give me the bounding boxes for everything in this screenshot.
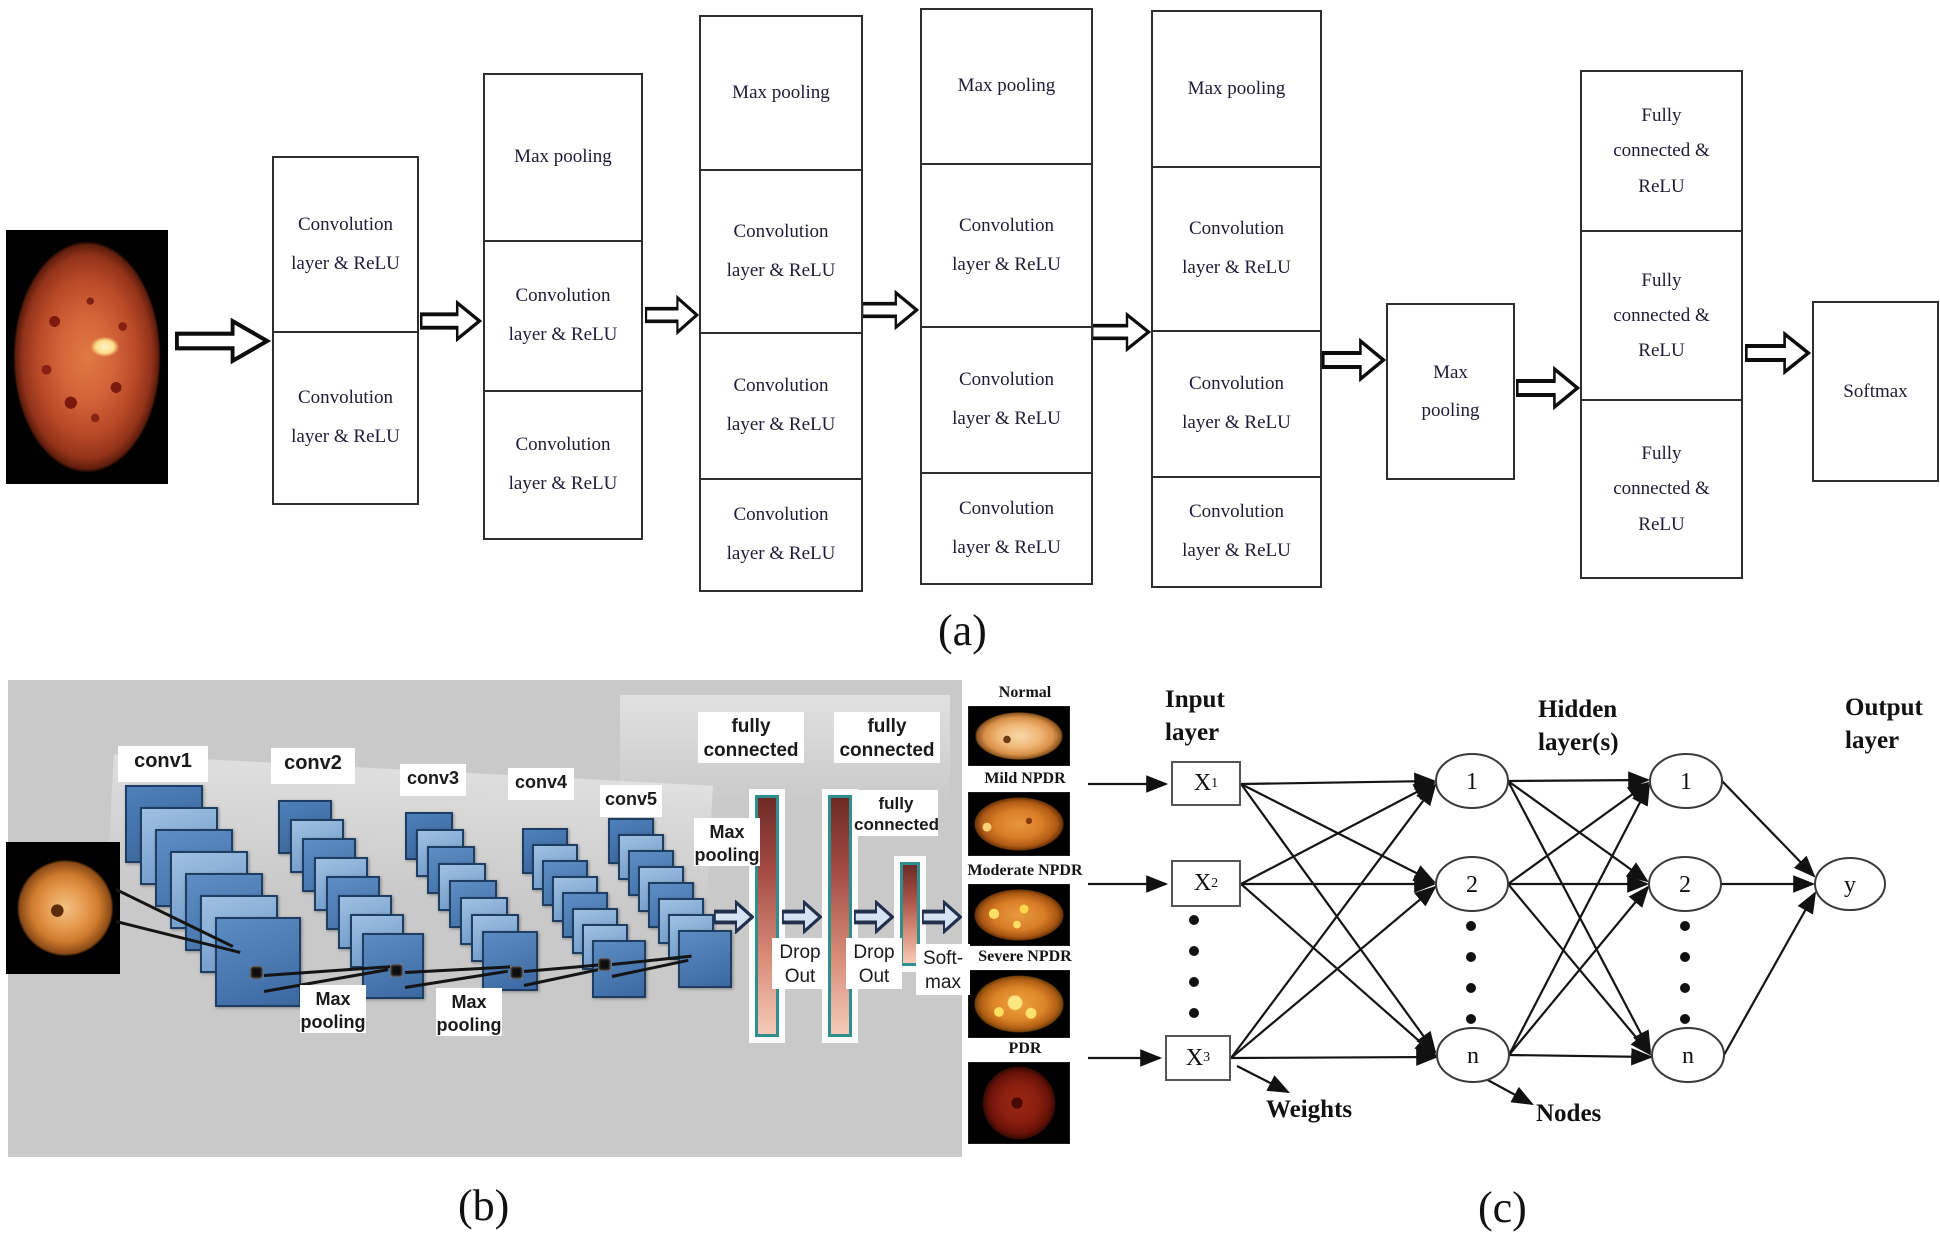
- kernel-marker: [250, 966, 263, 979]
- layer-cell: Convolution layer & ReLU: [922, 163, 1091, 326]
- hidden2-node-label: n: [1682, 1043, 1694, 1069]
- fully-connected-label: fully connected: [854, 790, 939, 836]
- flow-arrow-icon: [861, 290, 919, 330]
- class-retina-image: [968, 792, 1070, 856]
- kernel-marker: [598, 958, 611, 971]
- class-label: Mild NPDR: [984, 770, 1066, 787]
- caption-b: (b): [458, 1181, 510, 1230]
- conv-block-2: Max pooling Convolution layer & ReLU Con…: [483, 73, 643, 540]
- class-retina-image: [968, 970, 1070, 1038]
- conv-block-5: Max pooling Convolution layer & ReLU Con…: [1151, 10, 1322, 588]
- output-layer-label: Output layer: [1845, 694, 1923, 754]
- conv5-label: conv5: [600, 785, 662, 817]
- fully-connected-block: Fully connected & ReLU Fully connected &…: [1580, 70, 1743, 579]
- fc-layer-bar: [900, 862, 920, 966]
- conv4-label: conv4: [508, 768, 574, 800]
- conv3-label: conv3: [400, 764, 466, 796]
- output-node-label: y: [1844, 872, 1856, 898]
- max-pooling-label: Max pooling: [694, 818, 760, 866]
- dropout-label: Drop Out: [772, 938, 828, 989]
- fc-layer-bar: [828, 795, 852, 1037]
- flow-arrow-icon: [922, 900, 962, 934]
- conv-block-4: Max pooling Convolution layer & ReLU Con…: [920, 8, 1093, 585]
- layer-cell: Convolution layer & ReLU: [1153, 166, 1320, 330]
- flow-arrow-icon: [175, 318, 271, 364]
- hidden2-node-label: 2: [1679, 872, 1691, 898]
- nodes-label: Nodes: [1536, 1100, 1602, 1127]
- layer-cell: Max pooling: [732, 81, 830, 103]
- class-label: Moderate NPDR: [967, 862, 1083, 879]
- max-pooling-label: Max pooling: [436, 988, 502, 1036]
- kernel-marker: [390, 964, 403, 977]
- fully-connected-label: fully connected: [834, 712, 940, 763]
- hidden1-node-label: 2: [1466, 872, 1478, 898]
- caption-c: (c): [1478, 1183, 1527, 1232]
- class-label: Normal: [998, 684, 1052, 701]
- flow-arrow-icon: [854, 900, 894, 934]
- softmax-label: Soft- max: [916, 944, 970, 995]
- flow-arrow-icon: [1745, 331, 1811, 375]
- fully-connected-label: fully connected: [698, 712, 804, 763]
- kernel-marker: [510, 966, 523, 979]
- layer-cell: Convolution layer & ReLU: [701, 169, 861, 332]
- neural-network-graph: 1 2 n 1 2 n y: [1088, 753, 1886, 1106]
- class-retina-image: [968, 1062, 1070, 1144]
- max-pooling-label: Max pooling: [300, 985, 366, 1033]
- layer-cell: Fully connected & ReLU: [1613, 105, 1710, 197]
- layer-cell: Convolution layer & ReLU: [291, 213, 400, 274]
- flow-arrow-icon: [782, 900, 822, 934]
- flow-arrow-icon: [420, 300, 482, 342]
- layer-cell: Convolution layer & ReLU: [485, 390, 641, 538]
- layer-cell: Convolution layer & ReLU: [274, 331, 417, 503]
- input-layer-label: Input layer: [1165, 686, 1225, 746]
- layer-cell: Convolution layer & ReLU: [1153, 476, 1320, 586]
- layer-cell: Max pooling: [1187, 77, 1286, 99]
- layer-cell: Max pooling: [957, 75, 1056, 97]
- layer-cell: Max pooling: [514, 146, 612, 168]
- class-retina-image: [968, 706, 1070, 766]
- layer-cell: Convolution layer & ReLU: [1153, 330, 1320, 476]
- layer-cell: Convolution layer & ReLU: [922, 326, 1091, 472]
- layer-cell: Convolution layer & ReLU: [701, 332, 861, 478]
- softmax-box: Softmax: [1812, 301, 1939, 482]
- flow-arrow-icon: [1091, 312, 1151, 352]
- retina-fundus-input-image: [6, 230, 168, 484]
- layer-cell: Fully connected & ReLU: [1582, 230, 1741, 399]
- flow-arrow-icon: [714, 900, 754, 934]
- retina-fundus-input-thumbnail: [6, 842, 120, 974]
- flow-arrow-icon: [1516, 366, 1580, 410]
- class-label: Severe NPDR: [978, 948, 1072, 965]
- class-retina-image: [968, 884, 1070, 946]
- weights-label: Weights: [1266, 1096, 1353, 1123]
- layer-cell: Fully connected & ReLU: [1582, 399, 1741, 577]
- class-label: PDR: [1008, 1040, 1042, 1057]
- flow-arrow-icon: [645, 295, 699, 335]
- conv2-label: conv2: [271, 748, 355, 784]
- layer-cell: Convolution layer & ReLU: [485, 240, 641, 390]
- conv-block-3: Max pooling Convolution layer & ReLU Con…: [699, 15, 863, 592]
- flow-arrow-icon: [1322, 338, 1386, 382]
- hidden-layer-label: Hidden layer(s): [1538, 696, 1619, 756]
- hidden1-node-label: 1: [1466, 769, 1478, 795]
- conv-block-1: Convolution layer & ReLU Convolution lay…: [272, 156, 419, 505]
- dropout-label: Drop Out: [846, 938, 902, 989]
- hidden2-node-label: 1: [1680, 769, 1692, 795]
- layer-cell: Convolution layer & ReLU: [922, 472, 1091, 583]
- hidden1-node-label: n: [1467, 1043, 1479, 1069]
- conv1-label: conv1: [118, 746, 208, 782]
- max-pooling-box: Max pooling: [1386, 303, 1515, 480]
- layer-cell: Convolution layer & ReLU: [701, 478, 861, 590]
- caption-a: (a): [938, 606, 987, 655]
